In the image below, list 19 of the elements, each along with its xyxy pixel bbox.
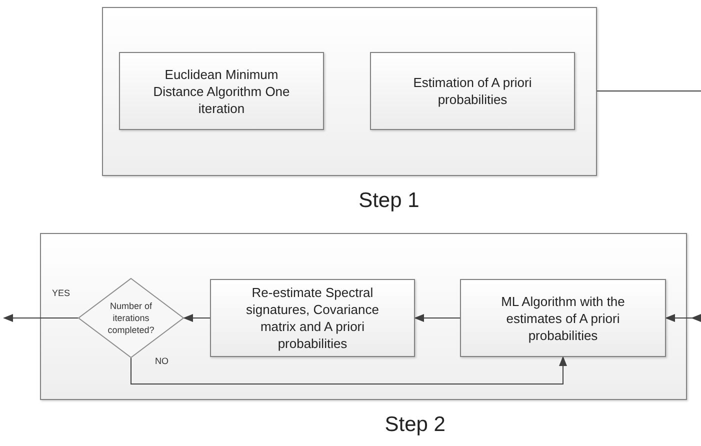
- step-heading: Step 1: [358, 188, 420, 214]
- process-text: Estimation of A priori probabilities: [412, 74, 533, 108]
- decision-text: Number of iterations completed?: [106, 300, 156, 336]
- process-text: Euclidean Minimum Distance Algorithm One iteration: [152, 66, 291, 116]
- connector-arrow: [414, 314, 460, 322]
- process-box: [210, 279, 415, 357]
- edge-label: NO: [155, 355, 168, 368]
- process-box: [460, 279, 666, 357]
- connector-arrow: [666, 314, 701, 322]
- process-text: ML Algorithm with the estimates of A priori probabilities: [500, 292, 626, 344]
- edge-label: YES: [52, 287, 70, 300]
- connector-arrow: [3, 314, 78, 322]
- decision-diamond: [78, 278, 184, 358]
- connector-arrow: [130, 356, 567, 384]
- process-text: Re-estimate Spectral signatures, Covariance matrix and A priori probabilities: [245, 284, 380, 352]
- connector-arrow: [183, 314, 210, 322]
- step-heading: Step 2: [384, 412, 446, 438]
- process-box: [370, 52, 575, 130]
- process-box: [119, 52, 324, 130]
